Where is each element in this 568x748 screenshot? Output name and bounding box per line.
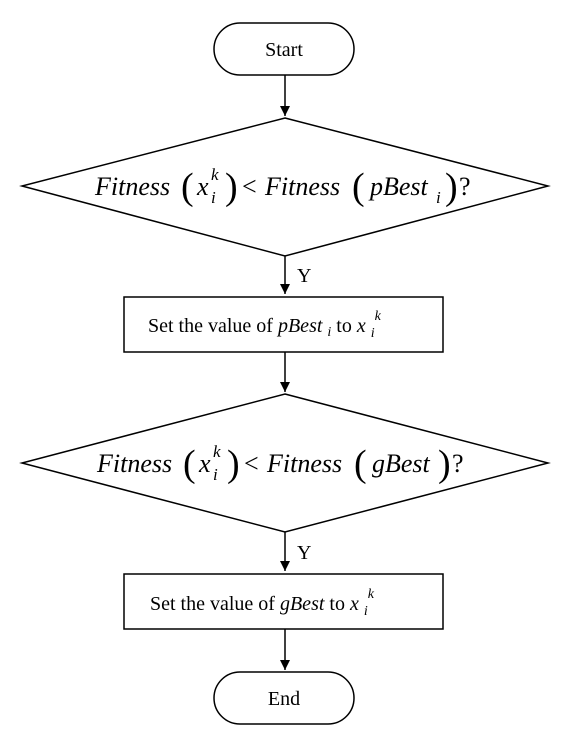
process2-mid: to	[329, 593, 350, 615]
decision2-expression: Fitness ( x k i ) < Fitness ( gBest ) ?	[96, 434, 464, 486]
decision2-qmark: ?	[452, 449, 464, 478]
process2-prefix: Set the value of	[150, 593, 280, 615]
decision2-sup-left: k	[213, 442, 221, 461]
decision1-qmark: ?	[459, 172, 471, 201]
decision2-open-paren-right: (	[354, 443, 367, 485]
process1-target-sup: k	[375, 309, 382, 324]
decision2-func-right: Fitness	[266, 449, 342, 478]
process1-var-sub: i	[327, 325, 331, 340]
decision1-operator: <	[242, 172, 257, 201]
decision1-open-paren-right: (	[352, 166, 365, 208]
decision1-node: Fitness ( x k i ) < Fitness ( pBest i ) …	[19, 117, 551, 257]
process1-prefix: Set the value of	[148, 315, 278, 337]
process2-target-sup: k	[368, 587, 375, 602]
process1-target: x	[356, 315, 366, 337]
process1-text: Set the value of pBest i to x i k	[148, 309, 382, 342]
decision1-open-paren-left: (	[181, 166, 194, 208]
decision1-sup-left: k	[211, 165, 219, 184]
decision1-close-paren-right: )	[445, 166, 458, 208]
start-node: Start	[213, 22, 355, 76]
decision2-operator: <	[244, 449, 259, 478]
process2-text: Set the value of gBest to x i k	[150, 587, 375, 620]
process2-var: gBest	[280, 593, 325, 615]
decision2-var-right: gBest	[372, 449, 431, 478]
decision2-sub-left: i	[213, 465, 218, 484]
decision1-close-paren-left: )	[225, 166, 238, 208]
decision2-node: Fitness ( x k i ) < Fitness ( gBest ) ?	[19, 393, 551, 533]
decision1-sub-left: i	[211, 188, 216, 207]
decision1-func-left: Fitness	[94, 172, 170, 201]
edge2-label: Y	[297, 542, 311, 564]
process1-mid: to	[336, 315, 357, 337]
process2-target: x	[349, 593, 359, 615]
decision1-var-right: pBest	[368, 172, 429, 201]
process1-target-sub: i	[371, 326, 375, 341]
decision2-close-paren-right: )	[438, 443, 451, 485]
process2-node: Set the value of gBest to x i k	[123, 573, 444, 630]
process2-shape	[123, 573, 444, 630]
process1-var: pBest	[276, 315, 323, 337]
decision1-var-left: x	[196, 172, 209, 201]
process2-target-sub: i	[364, 604, 368, 619]
start-shape	[213, 22, 355, 76]
process1-shape	[123, 296, 444, 353]
edge1-label: Y	[297, 265, 311, 287]
process1-node: Set the value of pBest i to x i k	[123, 296, 444, 353]
start-label: Start	[265, 39, 303, 61]
decision2-close-paren-left: )	[227, 443, 240, 485]
end-shape	[213, 671, 355, 725]
decision1-func-right: Fitness	[264, 172, 340, 201]
decision1-sub-right: i	[436, 188, 441, 207]
decision2-open-paren-left: (	[183, 443, 196, 485]
end-label: End	[268, 688, 300, 710]
decision2-var-left: x	[198, 449, 211, 478]
decision1-expression: Fitness ( x k i ) < Fitness ( pBest i ) …	[94, 157, 471, 209]
decision2-func-left: Fitness	[96, 449, 172, 478]
end-node: End	[213, 671, 355, 725]
